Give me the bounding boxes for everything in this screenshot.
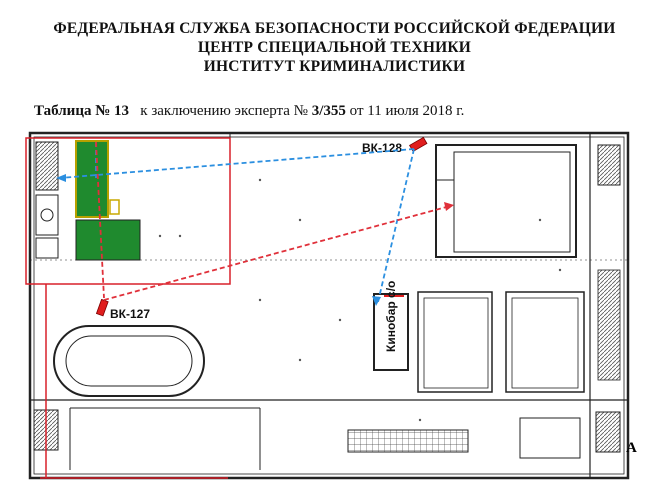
camera-vk127-marker bbox=[95, 298, 109, 317]
floor-plan: Кинобар с/о ВК-128 ВК-127 bbox=[25, 131, 630, 480]
kinobar-label: Кинобар с/о bbox=[384, 281, 398, 352]
caption-text-2: от 11 июля 2018 г. bbox=[349, 103, 465, 119]
small-yellow-box bbox=[109, 199, 120, 215]
camera-vk127-label: ВК-127 bbox=[110, 307, 150, 321]
corner-label: А bbox=[626, 440, 637, 456]
bottom-grid-strip bbox=[347, 429, 469, 453]
table-caption: Таблица № 13 к заключению эксперта № 3/3… bbox=[34, 103, 464, 120]
red-frame-zone bbox=[25, 137, 231, 285]
camera-vk128-label: ВК-128 bbox=[362, 141, 402, 155]
oval-track bbox=[53, 325, 205, 397]
caption-text-1: к заключению эксперта № bbox=[140, 103, 308, 119]
kinobar-room bbox=[373, 293, 409, 371]
green-zone-top bbox=[75, 140, 109, 218]
header-line-1: ФЕДЕРАЛЬНАЯ СЛУЖБА БЕЗОПАСНОСТИ РОССИЙСК… bbox=[53, 20, 616, 37]
table-label: Таблица № 13 bbox=[34, 103, 130, 119]
red-sight-lines bbox=[95, 141, 451, 301]
blue-sight-lines bbox=[59, 142, 415, 303]
expert-number: 3/355 bbox=[311, 103, 346, 119]
green-zone-bottom bbox=[75, 219, 141, 261]
stairs-top-left bbox=[35, 141, 59, 191]
header-line-2: ЦЕНТР СПЕЦИАЛЬНОЙ ТЕХНИКИ bbox=[197, 39, 472, 56]
stairs-bottom-right bbox=[595, 411, 621, 453]
stairs-right bbox=[597, 144, 621, 381]
building-walls bbox=[28, 131, 630, 480]
header-line-3: ИНСТИТУТ КРИМИНАЛИСТИКИ bbox=[203, 58, 466, 75]
